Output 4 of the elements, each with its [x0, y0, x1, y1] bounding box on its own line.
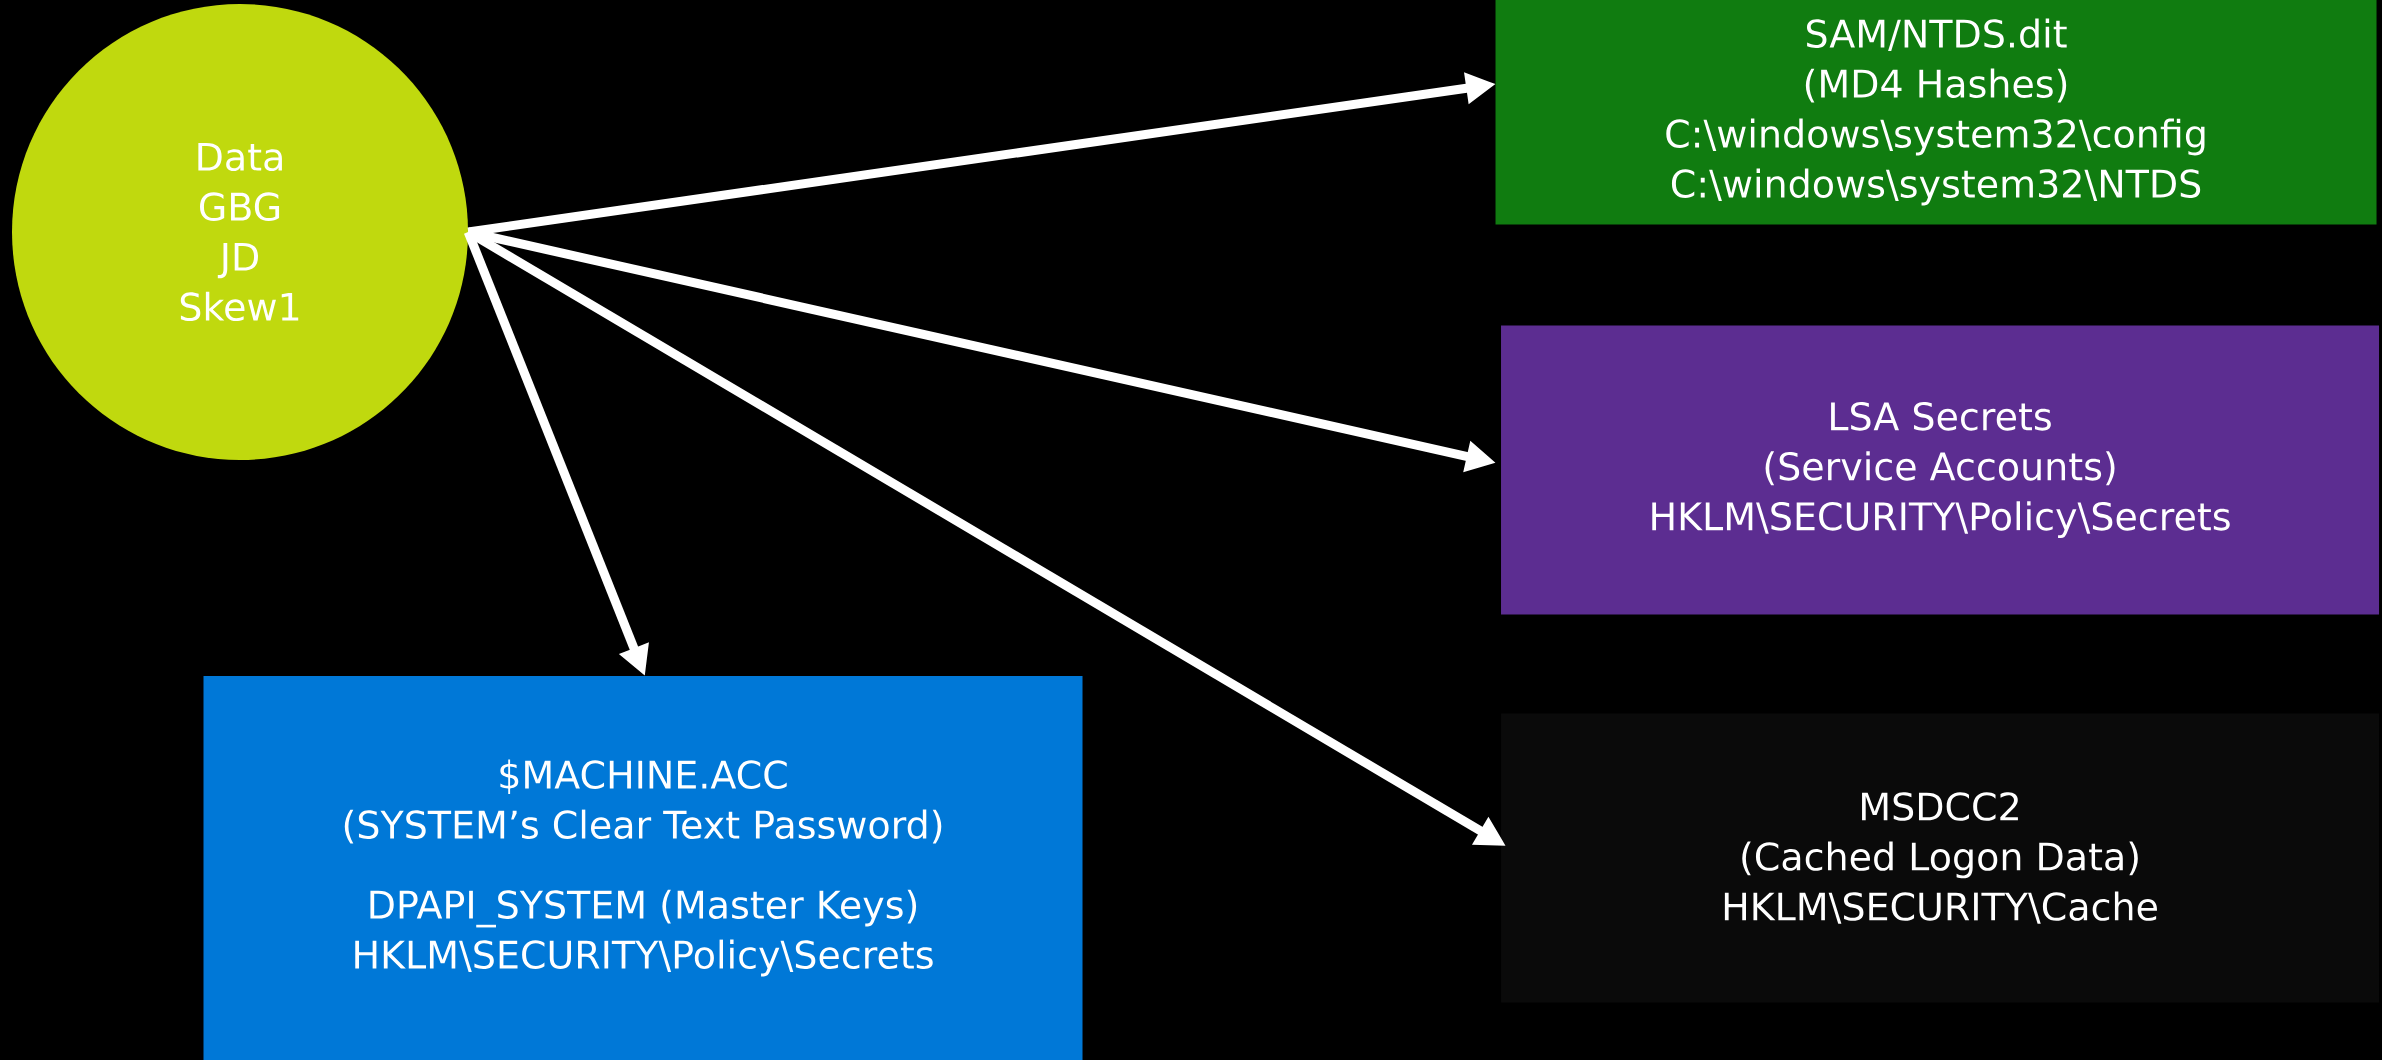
- info-box: $MACHINE.ACC (SYSTEM’s Clear Text Password) DPAPI_SYSTEM (Master Keys) HKLM\SECURITY\Policy\Secrets: [203, 676, 1083, 1060]
- info-box: MSDCC2 (Cached Logon Data) HKLM\SECURITY\Cache: [1501, 713, 2380, 1003]
- info-box: SAM/NTDS.dit (MD4 Hashes) C:\windows\system32\config C:\windows\system32\NTDS: [1495, 0, 2377, 225]
- info-box: LSA Secrets (Service Accounts) HKLM\SECURITY\Policy\Secrets: [1501, 325, 2380, 615]
